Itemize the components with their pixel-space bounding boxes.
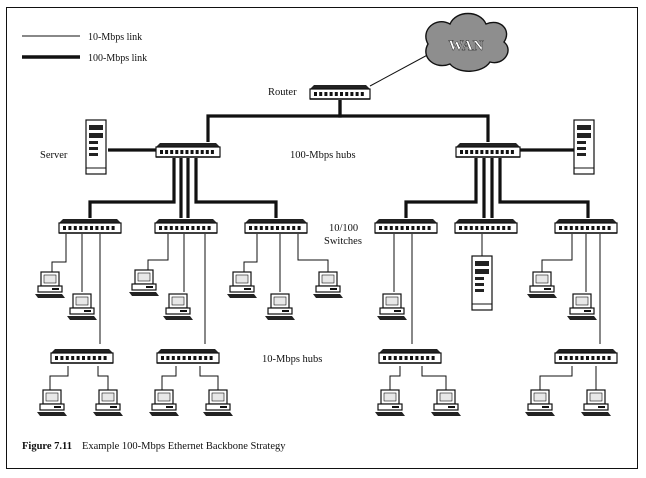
router-label: Router [268, 87, 297, 98]
link-100mbps [404, 158, 478, 218]
switch-3 [244, 219, 308, 234]
switch-4 [374, 219, 438, 234]
pc [227, 271, 257, 298]
link-10mbps [161, 366, 177, 390]
pc [163, 293, 193, 320]
switch-2 [154, 219, 218, 234]
backbone-hub-left [155, 143, 221, 158]
link-10mbps [199, 366, 219, 390]
server-label: Server [40, 150, 68, 161]
switches-label-line2: Switches [324, 236, 362, 247]
link-10mbps [297, 234, 329, 272]
wan-label: WAN [448, 38, 483, 54]
nodes: WAN [35, 12, 618, 416]
switch-5 [454, 219, 518, 234]
switches-label-line1: 10/100 [329, 223, 358, 234]
pc [37, 389, 67, 416]
switch-6 [554, 219, 618, 234]
pc [375, 389, 405, 416]
pc [265, 293, 295, 320]
link-router-wan [369, 51, 434, 87]
link-10mbps [421, 366, 447, 390]
pc [35, 271, 65, 298]
figure-title: Example 100-Mbps Ethernet Backbone Strat… [81, 441, 286, 452]
legend-thick-label: 100-Mbps link [88, 53, 147, 64]
hub10-4 [554, 349, 618, 364]
pc [93, 389, 123, 416]
pc [313, 271, 343, 298]
link-10mbps [51, 234, 67, 272]
link-10mbps [389, 366, 401, 390]
switch-1 [58, 219, 122, 234]
link-10mbps [49, 366, 69, 390]
pc [129, 269, 159, 296]
pc [203, 389, 233, 416]
hubs10-label: 10-Mbps hubs [262, 354, 322, 365]
links [49, 51, 601, 390]
link-10mbps [147, 234, 169, 272]
link-100mbps [498, 158, 590, 218]
switch-server [471, 255, 493, 311]
hubs100-label: 100-Mbps hubs [290, 150, 356, 161]
link-10mbps [541, 234, 573, 272]
link-100mbps [338, 100, 490, 142]
pc [525, 389, 555, 416]
labels: 10-Mbps link 100-Mbps link Router Server… [22, 32, 362, 365]
pc [527, 271, 557, 298]
router [309, 85, 371, 100]
hub10-3 [378, 349, 442, 364]
link-10mbps [539, 366, 573, 390]
server-left [85, 119, 107, 175]
pc [581, 389, 611, 416]
pc [377, 293, 407, 320]
link-10mbps [97, 366, 109, 390]
link-10mbps [243, 234, 258, 272]
legend-thin-label: 10-Mbps link [88, 32, 142, 43]
pc [149, 389, 179, 416]
pc [567, 293, 597, 320]
link-100mbps [194, 158, 278, 218]
figure-caption: Figure 7.11 Example 100-Mbps Ethernet Bac… [22, 441, 286, 452]
server-right [573, 119, 595, 175]
link-100mbps [206, 100, 342, 142]
link-100mbps [88, 158, 176, 218]
pc [431, 389, 461, 416]
pc [67, 293, 97, 320]
figure-number: Figure 7.11 [22, 441, 72, 452]
hub10-2 [156, 349, 220, 364]
hub10-1 [50, 349, 114, 364]
wan-cloud-icon: WAN [425, 12, 509, 72]
backbone-hub-right [455, 143, 521, 158]
